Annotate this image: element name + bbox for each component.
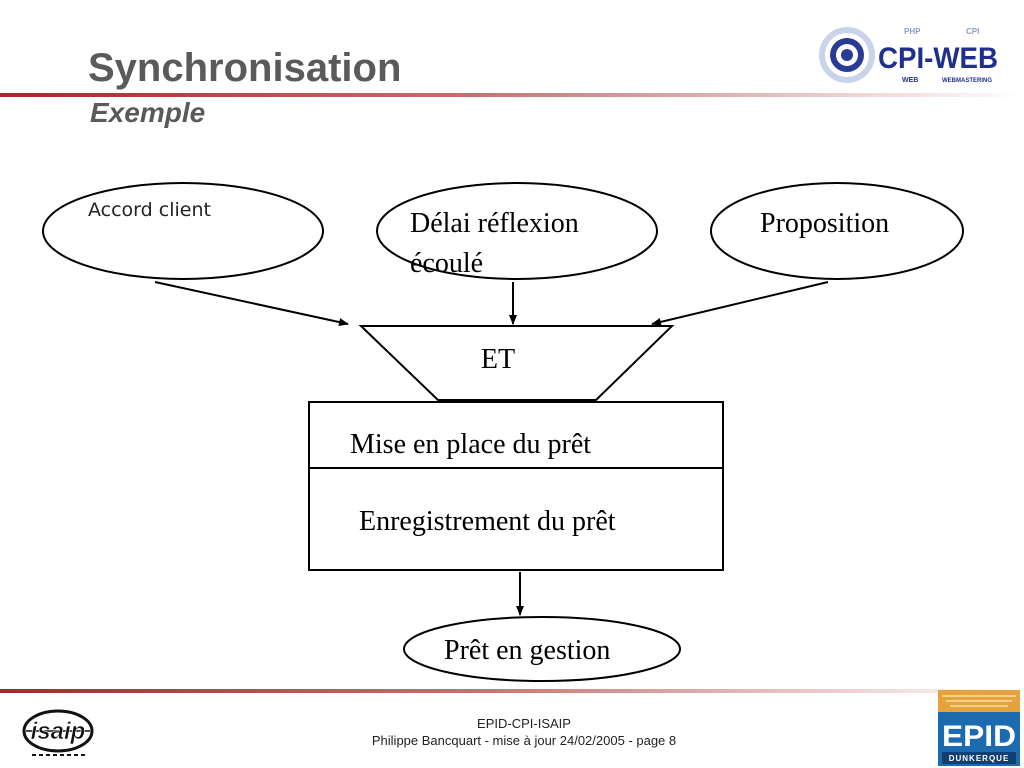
event-accord-client: [42, 182, 324, 280]
synchronisation-diagram: Accord client Délai réflexion écoulé Pro…: [42, 182, 964, 682]
title-divider: [0, 93, 1024, 97]
slide-footer: EPID-CPI-ISAIP Philippe Bancquart - mise…: [0, 715, 1024, 749]
cpi-web-logo: PHP CPI CPI-WEB WEB WEBMASTERING: [819, 27, 998, 84]
event-pret-en-gestion-label: Prêt en gestion: [444, 635, 610, 666]
footer-divider: [0, 689, 1024, 693]
process-box: [308, 401, 724, 571]
event-pret-en-gestion: [403, 616, 681, 682]
logo-webmastering-text: WEBMASTERING: [942, 78, 992, 84]
event-proposition-label: Proposition: [760, 208, 889, 239]
event-accord-client-label: Accord client: [88, 199, 211, 221]
event-proposition: [710, 182, 964, 280]
isaip-logo-text: isaip: [31, 718, 86, 745]
epid-city-text: DUNKERQUE: [949, 754, 1010, 763]
arrow-proposition-to-et: [651, 281, 829, 326]
slide-title: Synchronisation: [88, 46, 402, 90]
event-delai-reflexion: [376, 182, 658, 280]
arrow-accord-to-et: [154, 281, 349, 326]
epid-logo-text: EPID: [942, 720, 1016, 753]
footer-line-1: EPID-CPI-ISAIP: [477, 716, 571, 731]
junction-et: [358, 325, 675, 401]
isaip-logo: isaip: [22, 709, 94, 756]
isaip-globe-icon: [22, 709, 94, 753]
logo-cpi-web-text: CPI-WEB: [878, 42, 998, 75]
epid-logo: EPID DUNKERQUE: [938, 690, 1020, 766]
logo-web-text: WEB: [902, 77, 918, 84]
logo-cpi-text: CPI: [966, 27, 979, 36]
process-name: Mise en place du prêt: [350, 429, 591, 460]
slide-subtitle: Exemple: [90, 97, 206, 128]
event-delai-reflexion-label-2: écoulé: [410, 248, 483, 279]
junction-et-label: ET: [481, 344, 515, 375]
logo-php-text: PHP: [904, 27, 921, 36]
footer-line-2: Philippe Bancquart - mise à jour 24/02/2…: [371, 733, 677, 748]
process-action: Enregistrement du prêt: [359, 506, 616, 537]
event-delai-reflexion-label-1: Délai réflexion: [410, 208, 579, 239]
